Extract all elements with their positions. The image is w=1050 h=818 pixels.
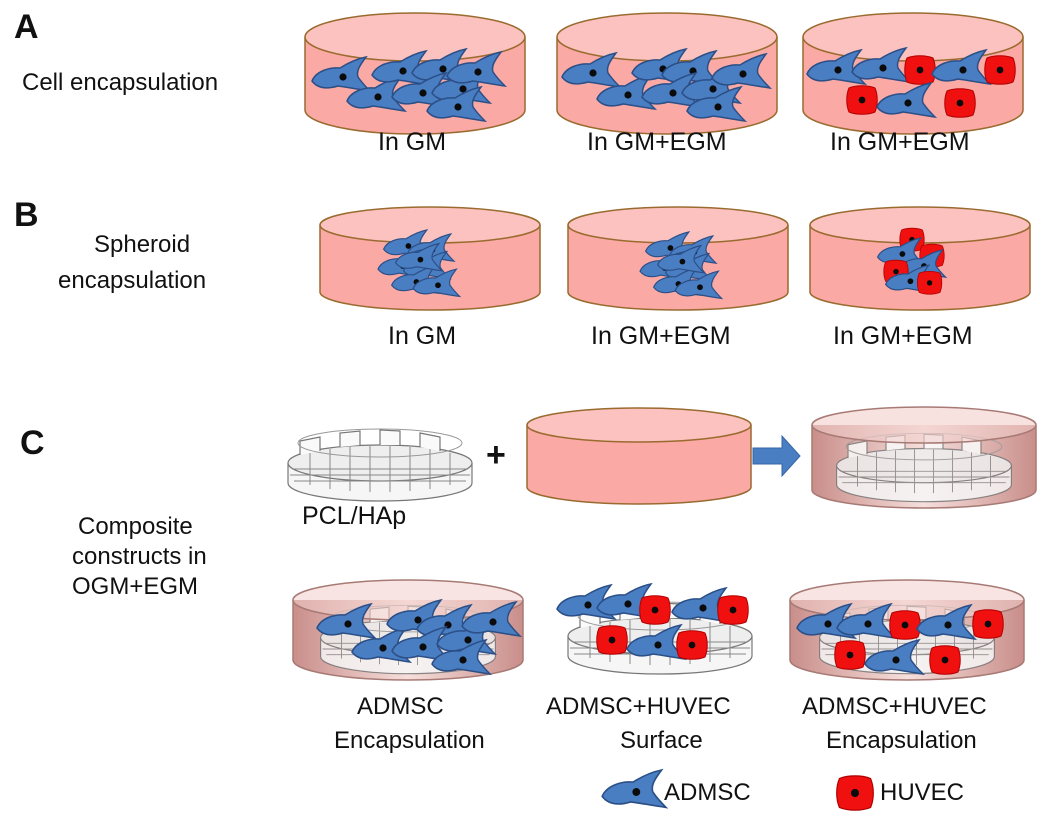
- composite-admsc-huvec-encapsulation: [789, 579, 1025, 681]
- dish-a3: [802, 12, 1024, 135]
- dish-b2: [567, 206, 789, 311]
- arrow-right: [752, 434, 801, 478]
- caption-c3-line1: ADMSC+HUVEC: [802, 693, 987, 720]
- legend-huvec-icon: [836, 775, 874, 811]
- panel-c-label-line2: constructs in: [72, 543, 207, 570]
- scaffold-pcl-hap: [287, 428, 473, 502]
- panel-b-label-line1: Spheroid: [94, 231, 191, 258]
- legend-admsc-icon: [601, 769, 667, 809]
- caption-b2: In GM+EGM: [591, 322, 731, 350]
- panel-c-label-line3: OGM+EGM: [72, 573, 199, 600]
- caption-c2-line2: Surface: [620, 727, 703, 754]
- dish-a2: [556, 12, 778, 135]
- caption-c1-line1: ADMSC: [357, 693, 444, 720]
- legend-huvec-label: HUVEC: [880, 779, 965, 806]
- dish-b3: [809, 206, 1031, 311]
- composite-scaffold-dish: [811, 406, 1037, 509]
- caption-b3: In GM+EGM: [833, 322, 973, 350]
- composite-surface: [556, 583, 753, 675]
- dish-b1: [319, 206, 541, 311]
- legend-admsc-label: ADMSC: [664, 779, 751, 806]
- panel-letter-a: A: [14, 8, 39, 46]
- panel-a-label: Cell encapsulation: [22, 69, 219, 96]
- panel-letter-b: B: [14, 196, 39, 234]
- caption-a1: In GM: [378, 128, 447, 156]
- plus-sign: +: [486, 436, 506, 474]
- plain-hydrogel-dish: [526, 407, 752, 505]
- caption-a3: In GM+EGM: [830, 128, 970, 156]
- composite-admsc-encapsulation: [292, 579, 524, 681]
- caption-c3-line2: Encapsulation: [826, 727, 977, 754]
- caption-c1-line2: Encapsulation: [334, 727, 485, 754]
- caption-a2: In GM+EGM: [587, 128, 727, 156]
- panel-b-label-line2: encapsulation: [58, 267, 207, 294]
- dish-a1: [304, 12, 526, 135]
- caption-c2-line1: ADMSC+HUVEC: [546, 693, 731, 720]
- scaffold-label: PCL/HAp: [302, 502, 407, 530]
- panel-c-label-line1: Composite: [78, 513, 193, 540]
- caption-b1: In GM: [388, 322, 457, 350]
- panel-letter-c: C: [20, 424, 45, 462]
